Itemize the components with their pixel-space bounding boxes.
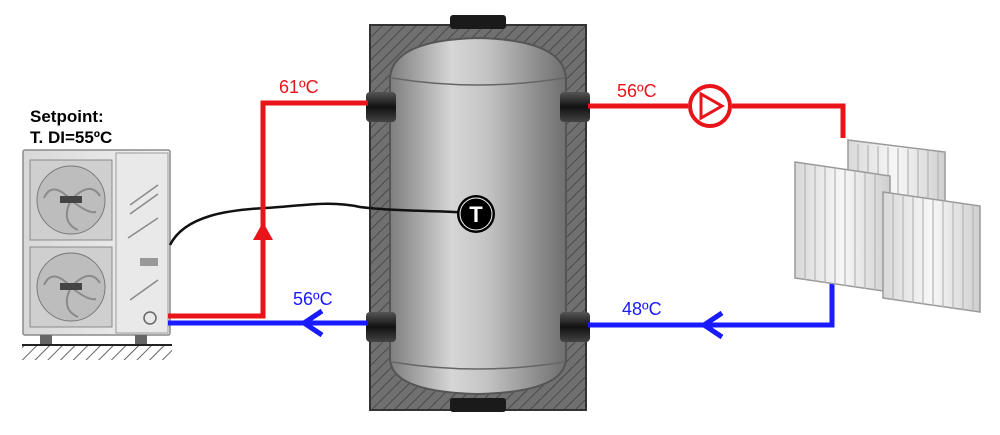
setpoint-value: T. DI=55ºC xyxy=(30,128,112,147)
hot-supply-pipe xyxy=(168,100,368,319)
radiator-front-right xyxy=(882,191,981,313)
fitting-bottom-right xyxy=(560,312,590,342)
temp-label-return-radiators: 48ºC xyxy=(622,299,662,319)
lower-fan-icon xyxy=(29,246,113,328)
temperature-sensor-icon: T xyxy=(457,195,495,233)
temp-label-return-heat-pump: 56ºC xyxy=(293,289,333,309)
temp-label-tank-outlet-hot: 56ºC xyxy=(617,81,657,101)
circulation-pump-icon xyxy=(688,84,732,128)
return-pipe-from-radiators xyxy=(588,272,835,340)
upper-fan-icon xyxy=(29,159,113,241)
return-pipe-to-heat-pump xyxy=(168,308,368,338)
fitting-top-left xyxy=(366,92,396,122)
supply-flow-arrow-up xyxy=(253,222,273,240)
sensor-cable xyxy=(168,202,469,246)
fitting-top-right xyxy=(560,92,590,122)
bottom-connection xyxy=(450,398,506,412)
setpoint-title: Setpoint: xyxy=(30,107,104,126)
top-connection xyxy=(450,15,506,29)
heat-pump-unit xyxy=(22,149,171,345)
ground xyxy=(22,344,172,360)
hot-distribution-pipe xyxy=(588,103,846,138)
radiator-front-left xyxy=(794,161,891,293)
sensor-label: T xyxy=(469,202,483,227)
temp-label-tank-inlet-hot: 61ºC xyxy=(279,77,319,97)
radiators xyxy=(794,139,981,313)
fitting-bottom-left xyxy=(366,312,396,342)
